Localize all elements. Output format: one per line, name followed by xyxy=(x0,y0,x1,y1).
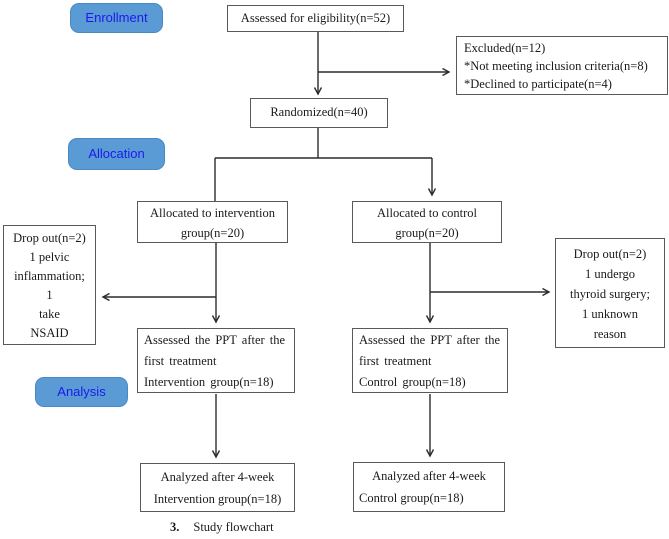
box-excluded: Excluded(n=12) *Not meeting inclusion cr… xyxy=(456,36,668,95)
box-line: Analyzed after 4-week xyxy=(160,470,275,484)
box-allocated-control: Allocated to control group(n=20) xyxy=(352,201,502,243)
box-line: 1 unknown xyxy=(582,307,638,321)
box-line: Randomized(n=40) xyxy=(270,105,368,119)
box-randomized: Randomized(n=40) xyxy=(250,98,388,128)
box-line: Intervention group(n=18) xyxy=(153,492,282,506)
box-line: Assessed the PPT after the xyxy=(359,333,501,347)
box-eligibility: Assessed for eligibility(n=52) xyxy=(227,5,404,32)
box-line: Allocated to control xyxy=(377,206,477,220)
box-line: 1 undergo xyxy=(584,267,636,281)
box-line: first treatment xyxy=(359,354,432,368)
box-line: Analyzed after 4-week xyxy=(372,469,486,483)
box-line: thyroid surgery; xyxy=(570,287,650,301)
box-analyzed-control: Analyzed after 4-week Control group(n=18… xyxy=(353,462,505,512)
box-line: Control group(n=18) xyxy=(359,491,464,505)
box-line: reason xyxy=(593,327,627,341)
box-line: *Declined to participate(n=4) xyxy=(464,77,612,91)
caption-number: 3. xyxy=(170,520,180,534)
stage-label-allocation: Allocation xyxy=(68,138,165,170)
figure-caption: 3. Study flowchart xyxy=(170,520,274,535)
box-analyzed-intervention: Analyzed after 4-week Intervention group… xyxy=(140,463,295,512)
box-line: take xyxy=(39,307,60,321)
box-dropout-control: Drop out(n=2) 1 undergo thyroid surgery;… xyxy=(555,238,665,348)
box-line: Allocated to intervention xyxy=(150,206,275,220)
box-line: first treatment xyxy=(144,354,217,368)
box-line: Assessed for eligibility(n=52) xyxy=(240,11,391,25)
box-line: Assessed the PPT after the xyxy=(144,333,286,347)
box-line: Excluded(n=12) xyxy=(464,41,546,55)
box-line: Drop out(n=2) xyxy=(573,247,647,261)
box-line: 1 pelvic xyxy=(29,250,70,264)
box-line: group(n=20) xyxy=(180,226,245,240)
box-line: *Not meeting inclusion criteria(n=8) xyxy=(464,59,648,73)
box-line: NSAID xyxy=(30,326,69,340)
box-line: group(n=20) xyxy=(395,226,459,240)
box-line: Intervention group(n=18) xyxy=(144,375,274,389)
box-line: Control group(n=18) xyxy=(359,375,466,389)
stage-label-enrollment: Enrollment xyxy=(70,3,163,33)
box-line: inflammation; xyxy=(14,269,85,283)
stage-label-analysis: Analysis xyxy=(35,377,128,407)
box-line: 1 xyxy=(46,288,53,302)
box-ppt-intervention: Assessed the PPT after the first treatme… xyxy=(137,328,295,393)
box-allocated-intervention: Allocated to intervention group(n=20) xyxy=(137,201,288,243)
box-dropout-intervention: Drop out(n=2) 1 pelvic inflammation; 1 t… xyxy=(3,225,96,345)
box-ppt-control: Assessed the PPT after the first treatme… xyxy=(352,328,508,393)
box-line: Drop out(n=2) xyxy=(13,231,86,245)
caption-text: Study flowchart xyxy=(193,520,274,534)
